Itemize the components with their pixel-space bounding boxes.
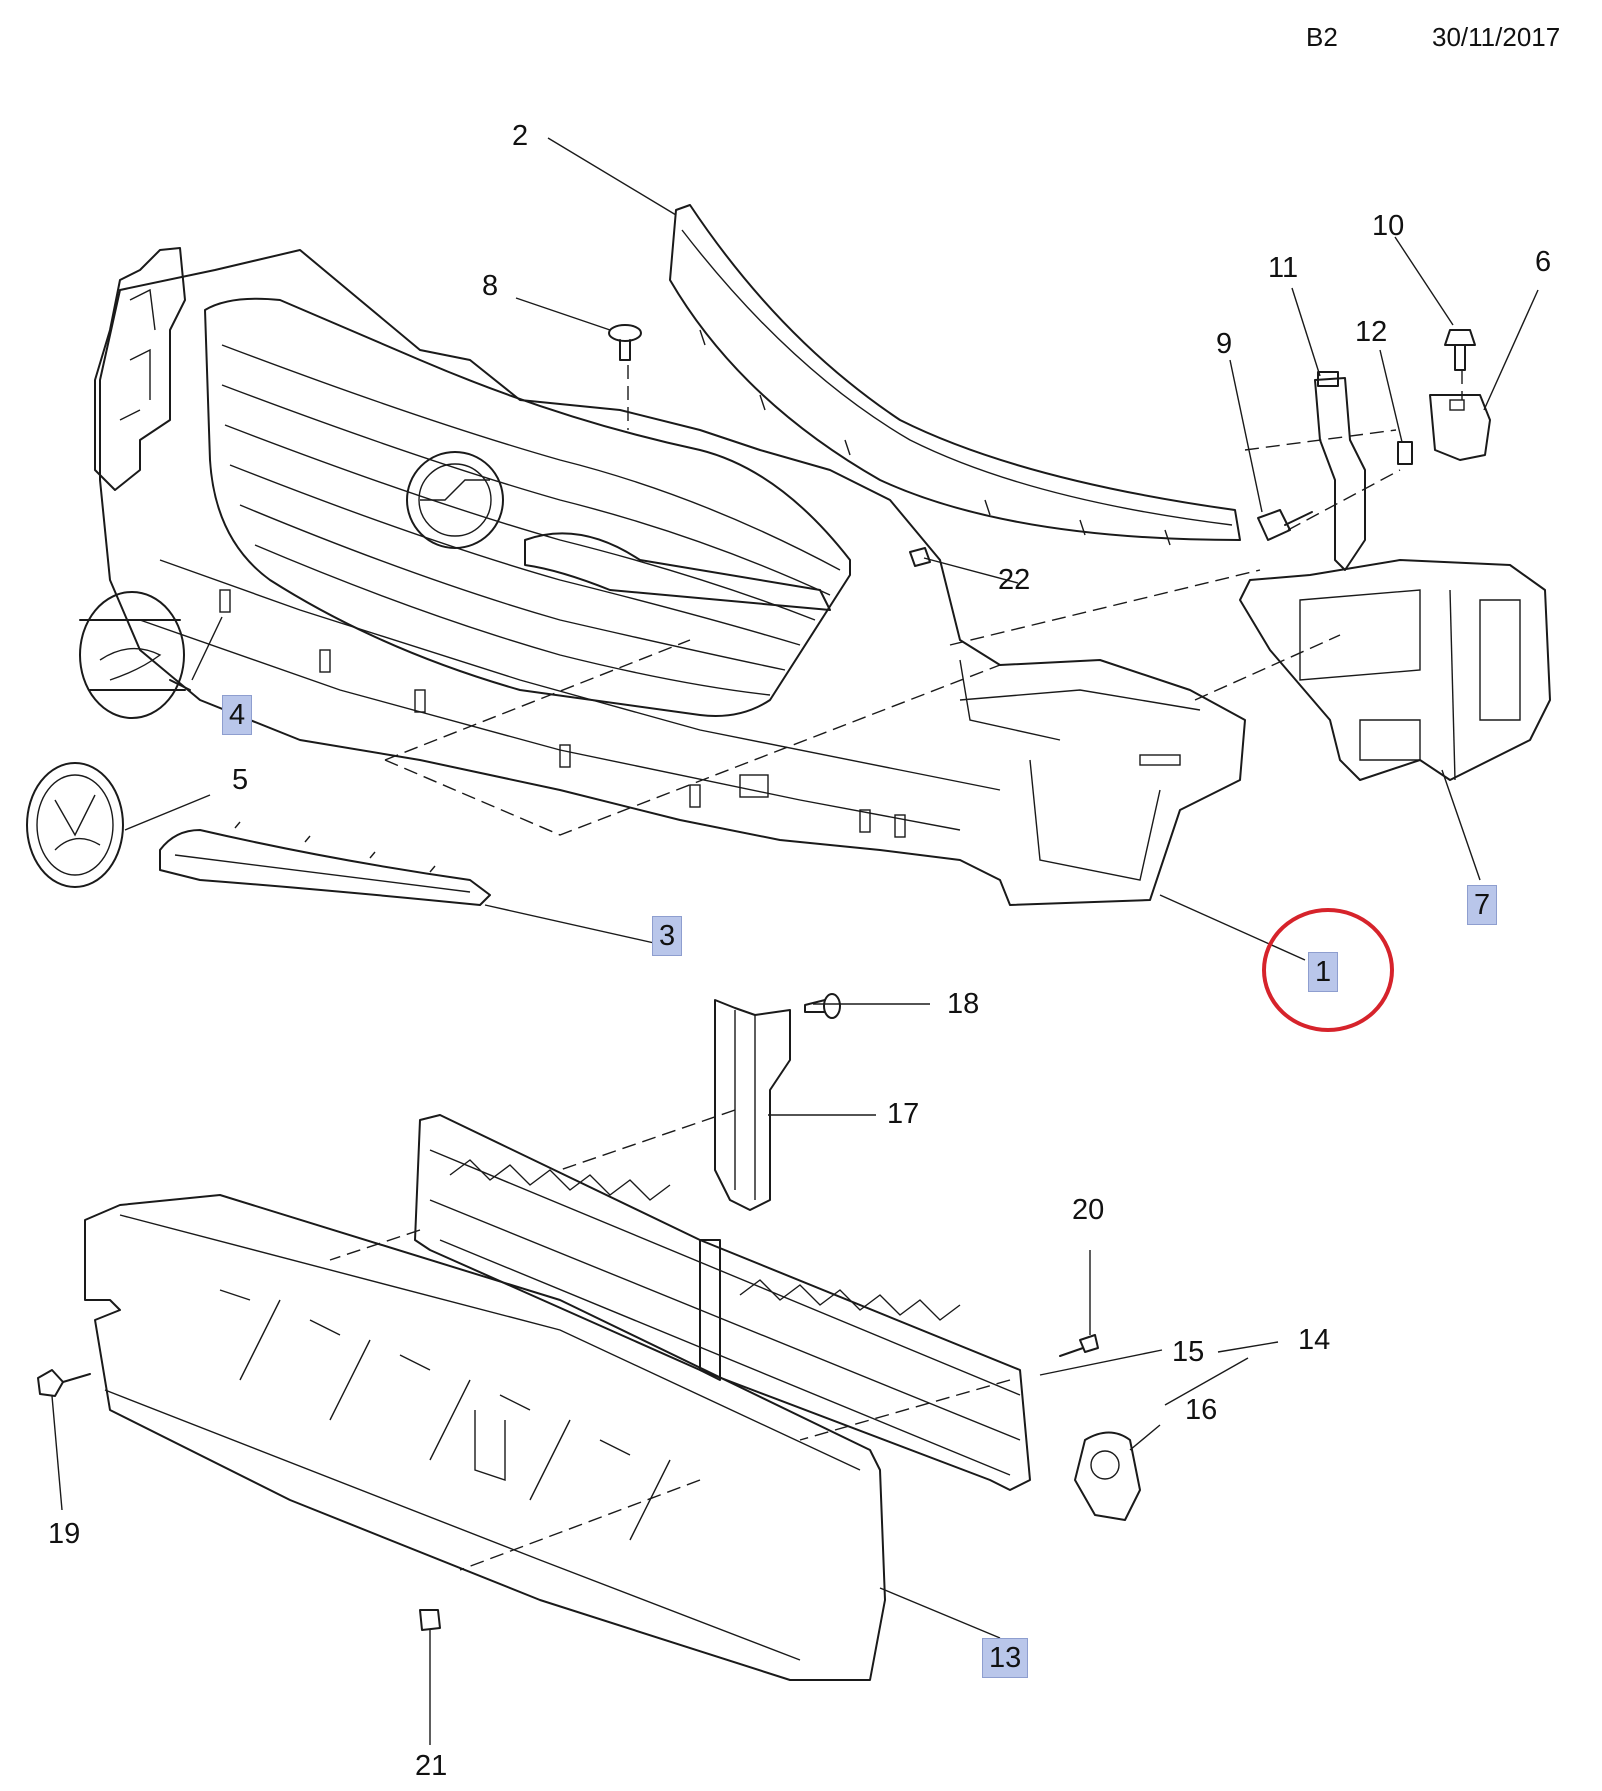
clip-21 bbox=[419, 1609, 441, 1631]
fastener-18 bbox=[804, 993, 841, 1019]
callout-22[interactable]: 22 bbox=[998, 564, 1031, 596]
clip-22 bbox=[909, 547, 931, 567]
part-5-badge bbox=[26, 762, 124, 888]
header-code: B2 bbox=[1306, 22, 1338, 52]
part-16-shutter-motor bbox=[1074, 1431, 1141, 1521]
callout-10[interactable]: 10 bbox=[1372, 210, 1405, 242]
callout-7[interactable]: 7 bbox=[1467, 885, 1498, 925]
fastener-10 bbox=[1444, 329, 1476, 371]
front-grille-slats bbox=[204, 297, 851, 717]
part-7-right-bracket bbox=[1239, 559, 1551, 781]
part-2-upper-grille-trim bbox=[669, 204, 1241, 546]
fastener-20 bbox=[1059, 1334, 1099, 1357]
callout-3[interactable]: 3 bbox=[652, 916, 683, 956]
left-side-bracket bbox=[94, 247, 186, 491]
fastener-9 bbox=[1257, 509, 1313, 541]
part-4-emblem-surround bbox=[79, 591, 191, 719]
part-17-support-bracket bbox=[714, 999, 791, 1211]
part-11-12-bracket bbox=[1314, 371, 1413, 571]
assembly-dashed-lines bbox=[329, 365, 1463, 1571]
callout-16[interactable]: 16 bbox=[1185, 1394, 1218, 1426]
callout-13[interactable]: 13 bbox=[982, 1638, 1029, 1678]
callout-20[interactable]: 20 bbox=[1072, 1194, 1105, 1226]
part-1-bumper-carrier bbox=[99, 249, 1246, 906]
leader-lines bbox=[51, 137, 1539, 1745]
callout-2[interactable]: 2 bbox=[512, 120, 529, 152]
callout-6[interactable]: 6 bbox=[1535, 246, 1552, 278]
callout-15[interactable]: 15 bbox=[1172, 1336, 1205, 1368]
callout-9[interactable]: 9 bbox=[1216, 328, 1233, 360]
callout-1[interactable]: 1 bbox=[1308, 952, 1339, 992]
callout-4[interactable]: 4 bbox=[222, 695, 253, 735]
part-14-shutter-assembly bbox=[414, 1114, 1031, 1491]
part-3-trim-strip bbox=[159, 821, 491, 906]
callout-8[interactable]: 8 bbox=[482, 270, 499, 302]
callout-5[interactable]: 5 bbox=[232, 764, 249, 796]
highlight-circle bbox=[1262, 908, 1394, 1032]
part-6-clip bbox=[1429, 394, 1491, 461]
header-date: 30/11/2017 bbox=[1432, 22, 1561, 52]
fastener-19 bbox=[37, 1369, 91, 1397]
callout-11[interactable]: 11 bbox=[1268, 252, 1299, 284]
callout-21[interactable]: 21 bbox=[415, 1750, 448, 1782]
callout-12[interactable]: 12 bbox=[1355, 316, 1388, 348]
callout-19[interactable]: 19 bbox=[48, 1518, 81, 1550]
part-13-air-deflector bbox=[84, 1194, 886, 1681]
callout-17[interactable]: 17 bbox=[887, 1098, 920, 1130]
fastener-8 bbox=[608, 324, 642, 361]
callout-14[interactable]: 14 bbox=[1298, 1324, 1331, 1356]
callout-18[interactable]: 18 bbox=[947, 988, 980, 1020]
